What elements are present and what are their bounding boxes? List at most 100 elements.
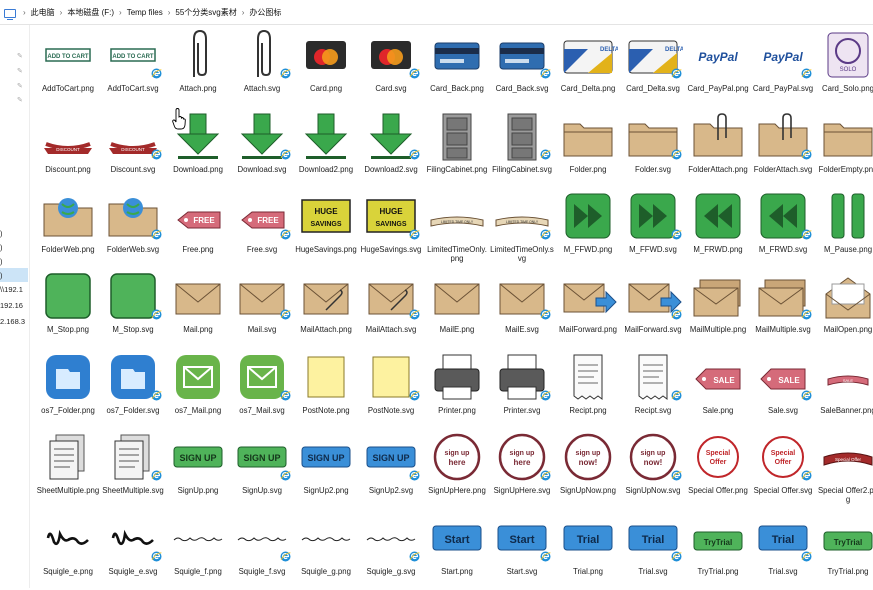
nav-item-network[interactable]: 192.16 bbox=[0, 301, 23, 310]
nav-item-drive[interactable]: ) bbox=[0, 271, 3, 280]
pin-icon[interactable]: ✎ bbox=[17, 68, 23, 75]
file-tile[interactable]: Recipt.png bbox=[556, 349, 620, 429]
file-tile[interactable]: os7_Folder.svg bbox=[101, 349, 165, 429]
file-tile[interactable]: Mail.svg bbox=[230, 268, 294, 348]
file-tile[interactable]: Attach.svg bbox=[230, 27, 294, 107]
file-tile[interactable]: Printer.svg bbox=[490, 349, 554, 429]
file-tile[interactable]: Card.svg bbox=[359, 27, 423, 107]
file-tile[interactable]: Squigle_e.svg bbox=[101, 510, 165, 590]
file-tile[interactable]: Printer.png bbox=[425, 349, 489, 429]
file-tile[interactable]: Squigle_e.png bbox=[36, 510, 100, 590]
file-tile[interactable]: M_Pause.png bbox=[816, 188, 873, 268]
file-tile[interactable]: os7_Mail.svg bbox=[230, 349, 294, 429]
file-tile[interactable]: os7_Folder.png bbox=[36, 349, 100, 429]
file-tile[interactable]: FolderWeb.png bbox=[36, 188, 100, 268]
file-tile[interactable]: MailE.png bbox=[425, 268, 489, 348]
file-tile[interactable]: PostNote.svg bbox=[359, 349, 423, 429]
file-tile[interactable]: MailForward.svg bbox=[621, 268, 685, 348]
file-tile[interactable]: FilingCabinet.svg bbox=[490, 108, 554, 188]
file-tile[interactable]: SheetMultiple.png bbox=[36, 429, 100, 509]
breadcrumb-temp-files[interactable]: Temp files bbox=[126, 7, 163, 17]
file-tile[interactable]: M_Stop.png bbox=[36, 268, 100, 348]
file-tile[interactable]: Download2.png bbox=[294, 108, 358, 188]
nav-item-drive[interactable]: ) bbox=[0, 229, 3, 238]
file-tile[interactable]: MailMultiple.svg bbox=[751, 268, 815, 348]
file-tile[interactable]: M_FRWD.svg bbox=[751, 188, 815, 268]
nav-item-network[interactable]: \\192.1 bbox=[0, 285, 23, 294]
breadcrumb-office-icons[interactable]: 办公图标 bbox=[249, 7, 282, 17]
file-tile[interactable]: FilingCabinet.png bbox=[425, 108, 489, 188]
file-tile[interactable]: M_FFWD.svg bbox=[621, 188, 685, 268]
file-tile[interactable]: FolderWeb.svg bbox=[101, 188, 165, 268]
pin-icon[interactable]: ✎ bbox=[17, 83, 23, 90]
file-tile[interactable]: Card.png bbox=[294, 27, 358, 107]
file-tile[interactable]: SheetMultiple.svg bbox=[101, 429, 165, 509]
breadcrumb-svg-assets[interactable]: 55个分类svg素材 bbox=[175, 7, 237, 17]
file-tile[interactable]: MailAttach.svg bbox=[359, 268, 423, 348]
file-tile[interactable]: Squigle_g.png bbox=[294, 510, 358, 590]
file-tile[interactable]: FolderEmpty.png bbox=[816, 108, 873, 188]
file-tile[interactable]: Attach.png bbox=[166, 27, 230, 107]
file-tile[interactable]: Squigle_g.svg bbox=[359, 510, 423, 590]
file-tile[interactable]: Card_Back.png bbox=[425, 27, 489, 107]
pin-icon[interactable]: ✎ bbox=[17, 97, 23, 104]
pin-icon[interactable]: ✎ bbox=[17, 53, 23, 60]
file-tile[interactable]: Download.svg bbox=[230, 108, 294, 188]
file-tile[interactable]: Download.png bbox=[166, 108, 230, 188]
file-tile[interactable]: Folder.svg bbox=[621, 108, 685, 188]
address-bar[interactable]: › 此电脑 › 本地磁盘 (F:) › Temp files › 55个分类sv… bbox=[0, 0, 873, 25]
file-tile[interactable]: Download2.svg bbox=[359, 108, 423, 188]
nav-item-drive[interactable]: ) bbox=[0, 257, 3, 266]
breadcrumb-drive-f[interactable]: 本地磁盘 (F:) bbox=[67, 7, 115, 17]
file-tile[interactable]: MailForward.png bbox=[556, 268, 620, 348]
file-tile[interactable]: MailOpen.png bbox=[816, 268, 873, 348]
file-tile[interactable]: Folder.png bbox=[556, 108, 620, 188]
navigation-pane[interactable]: ✎ ✎ ✎ ✎ ) ) ) ) \\192.1 192.16 2.168.3 bbox=[0, 25, 30, 588]
file-tile[interactable]: MailE.svg bbox=[490, 268, 554, 348]
file-tile[interactable]: Recipt.svg bbox=[621, 349, 685, 429]
file-tile[interactable]: os7_Mail.png bbox=[166, 349, 230, 429]
file-tile[interactable]: PostNote.png bbox=[294, 349, 358, 429]
file-tile[interactable]: Squigle_f.png bbox=[166, 510, 230, 590]
file-tile[interactable]: M_FFWD.png bbox=[556, 188, 620, 268]
nav-item-drive[interactable]: ) bbox=[0, 243, 3, 252]
file-tile[interactable]: MailMultiple.png bbox=[686, 268, 750, 348]
breadcrumb-this-pc[interactable]: 此电脑 bbox=[30, 7, 55, 17]
file-tile[interactable]: FolderAttach.svg bbox=[751, 108, 815, 188]
file-tile[interactable]: Mail.png bbox=[166, 268, 230, 348]
file-tile[interactable]: MailAttach.png bbox=[294, 268, 358, 348]
